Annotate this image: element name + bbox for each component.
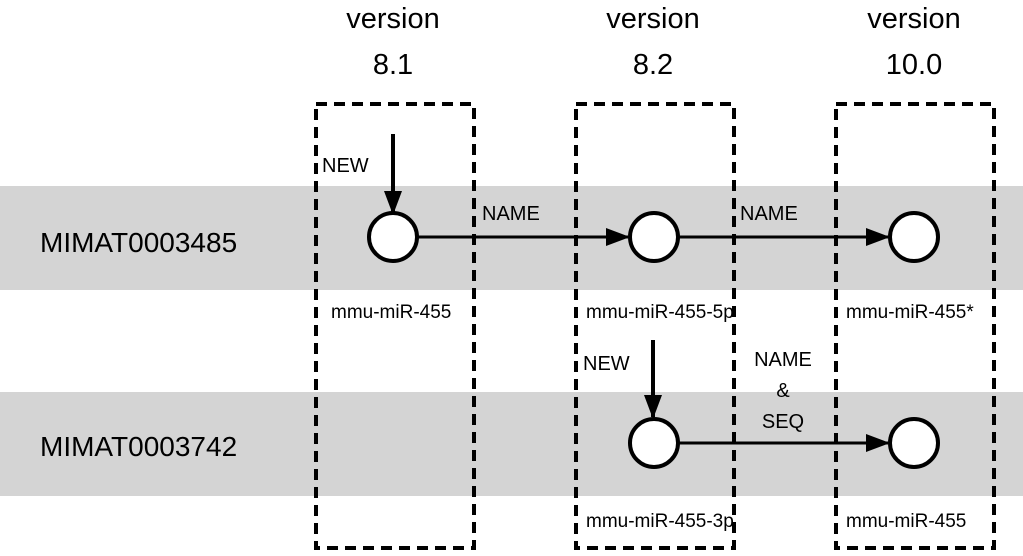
name-seq-label-line3: SEQ <box>762 411 804 433</box>
node-name-r1-v10-0: mmu-miR-455* <box>846 302 974 323</box>
node-name-r2-v10-0: mmu-miR-455 <box>846 511 966 532</box>
version-header-line2: 8.2 <box>633 49 673 81</box>
version-header-8-2: version 8.2 <box>606 3 700 81</box>
name-label-row1-a: NAME <box>482 203 540 225</box>
row-label-mimat0003485: MIMAT0003485 <box>40 227 237 258</box>
new-label-row1: NEW <box>322 155 369 177</box>
node-r2-v8-2 <box>628 417 680 469</box>
version-box-10-0 <box>834 102 996 550</box>
node-r2-v10-0 <box>888 417 940 469</box>
version-box-8-2 <box>574 102 736 550</box>
version-header-line1: version <box>867 3 961 35</box>
name-label-row1-b: NAME <box>740 203 798 225</box>
version-header-line1: version <box>606 3 700 35</box>
name-seq-label-line2: & <box>776 380 790 402</box>
version-header-8-1: version 8.1 <box>346 3 440 81</box>
node-name-r1-v8-1: mmu-miR-455 <box>331 302 451 323</box>
version-header-line2: 10.0 <box>886 49 942 81</box>
node-r1-v10-0 <box>888 211 940 263</box>
version-header-line2: 8.1 <box>373 49 413 81</box>
node-r1-v8-2 <box>628 211 680 263</box>
new-label-row2: NEW <box>583 353 630 375</box>
node-r1-v8-1 <box>367 211 419 263</box>
name-seq-label-line1: NAME <box>754 349 812 371</box>
version-header-10-0: version 10.0 <box>867 3 961 81</box>
row-label-mimat0003742: MIMAT0003742 <box>40 431 237 462</box>
node-name-r1-v8-2: mmu-miR-455-5p <box>586 302 734 323</box>
version-box-8-1 <box>314 102 476 550</box>
node-name-r2-v8-2: mmu-miR-455-3p <box>586 511 734 532</box>
version-header-line1: version <box>346 3 440 35</box>
